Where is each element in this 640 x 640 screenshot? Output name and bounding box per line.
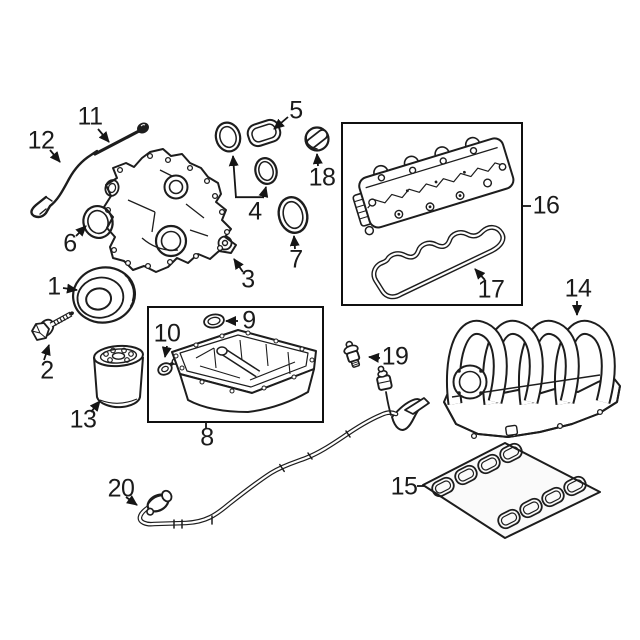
callout-label-8: 8 bbox=[200, 423, 214, 452]
callout-label-7: 7 bbox=[289, 245, 303, 274]
arrow-10 bbox=[161, 345, 172, 358]
dipstick-tube-drawing bbox=[30, 149, 99, 219]
arrow-12 bbox=[49, 149, 61, 163]
callout-label-16: 16 bbox=[532, 191, 560, 220]
arrow-5 bbox=[273, 116, 289, 130]
callout-label-13: 13 bbox=[69, 405, 97, 434]
arrow-3 bbox=[233, 258, 244, 273]
arrow-19 bbox=[368, 352, 381, 363]
harness-connector bbox=[376, 365, 393, 391]
callout-label-4: 4 bbox=[248, 197, 262, 226]
arrow-11 bbox=[97, 128, 110, 143]
gasket-drawing-5 bbox=[246, 118, 282, 148]
o-ring-drawing-9 bbox=[203, 313, 225, 329]
timing-cover-drawing bbox=[103, 148, 237, 273]
callout-label-2: 2 bbox=[40, 356, 54, 385]
wiring-harness-drawing bbox=[137, 365, 430, 529]
arrow-20 bbox=[125, 495, 138, 506]
arrow-13 bbox=[89, 400, 101, 413]
callout-label-14: 14 bbox=[564, 274, 592, 303]
callout-label-6: 6 bbox=[63, 229, 77, 258]
callout-label-11: 11 bbox=[77, 102, 103, 131]
arrow-18 bbox=[312, 153, 323, 167]
crankshaft-pulley-drawing bbox=[71, 266, 137, 324]
oil-pressure-sensor-drawing bbox=[343, 340, 361, 368]
dipstick-drawing bbox=[93, 122, 149, 156]
callout-label-15: 15 bbox=[390, 472, 418, 501]
callout-label-17: 17 bbox=[477, 275, 505, 304]
callout-label-5: 5 bbox=[289, 96, 303, 125]
pulley-bolt-drawing bbox=[31, 311, 74, 341]
callout-label-19: 19 bbox=[381, 342, 409, 371]
oil-filter-drawing bbox=[93, 344, 144, 409]
valve-cover-gasket-drawing bbox=[371, 224, 506, 300]
arrow-4b bbox=[258, 186, 269, 199]
arrow-1 bbox=[62, 283, 78, 294]
arrow-6 bbox=[75, 225, 87, 237]
seal-pair-drawing-4 bbox=[214, 121, 278, 185]
oil-pan-drawing bbox=[171, 329, 317, 413]
manifold-runners bbox=[445, 319, 616, 405]
callout-label-18: 18 bbox=[308, 163, 336, 192]
seal-drawing-7 bbox=[277, 196, 309, 234]
callout-label-20: 20 bbox=[107, 474, 135, 503]
callout-label-9: 9 bbox=[242, 306, 256, 335]
valve-cover-drawing bbox=[352, 136, 515, 236]
arrow-7 bbox=[289, 235, 300, 250]
arrow-2 bbox=[41, 344, 51, 361]
oil-filler-cap-drawing bbox=[304, 126, 330, 152]
callout-label-12: 12 bbox=[27, 126, 55, 155]
oil-pan-frame bbox=[147, 306, 324, 423]
manifold-gasket-sheet-drawing bbox=[422, 442, 601, 539]
oil-level-sensor bbox=[146, 489, 173, 516]
valve-cover-frame bbox=[341, 122, 523, 306]
arrow-4a bbox=[228, 155, 239, 199]
callout-label-3: 3 bbox=[241, 265, 255, 294]
oil-pan-box bbox=[147, 306, 324, 423]
arrow-17 bbox=[474, 268, 486, 281]
callout-label-1: 1 bbox=[47, 272, 61, 301]
intake-manifold-drawing bbox=[443, 319, 621, 440]
callout-arrows bbox=[41, 116, 582, 506]
valve-cover-box bbox=[341, 122, 523, 306]
callout-label-10: 10 bbox=[153, 319, 181, 348]
